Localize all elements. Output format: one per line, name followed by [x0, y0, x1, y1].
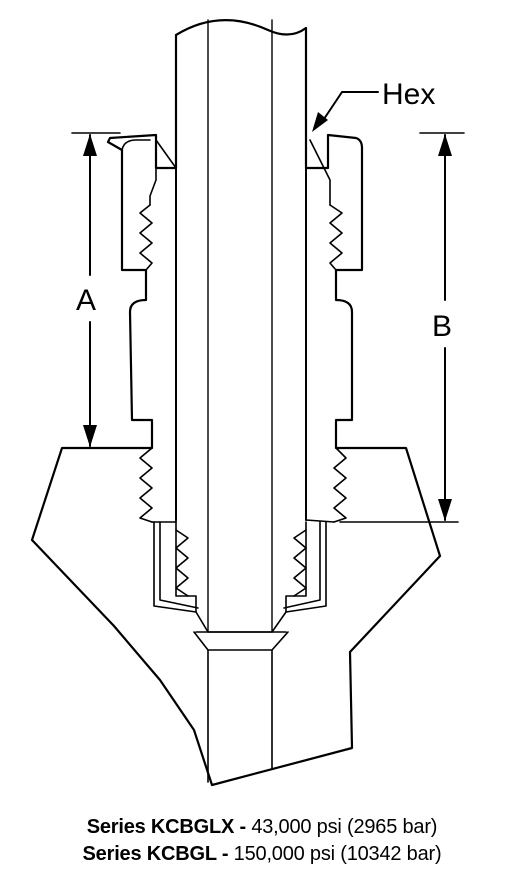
upper-thread-right: [329, 204, 343, 271]
upper-thread-left: [139, 204, 153, 271]
fitting-body-outline: [30, 19, 442, 787]
lower-thread-right: [333, 447, 347, 523]
dim-b-arrow-top: [438, 134, 452, 156]
collar-right: [285, 521, 327, 613]
dimension-b-label: B: [432, 310, 452, 343]
dim-b-arrow-bottom: [438, 499, 452, 521]
hex-leader-line: [321, 91, 379, 123]
hex-leader-arrow: [312, 112, 328, 132]
caption-kcbgl: Series KCBGL - 150,000 psi (10342 bar): [0, 841, 524, 868]
collar-thread-right: [293, 529, 307, 597]
gland-chamfer-left: [149, 139, 177, 206]
section-line-upper: [121, 139, 151, 151]
outlet-bore: [193, 631, 289, 783]
collar-inner-right: [283, 521, 321, 609]
gland-bottom-left: [151, 519, 177, 523]
collar-left: [153, 521, 197, 613]
dimension-a-label: A: [76, 284, 96, 317]
caption-kcbglx: Series KCBGLX - 43,000 psi (2965 bar): [0, 814, 524, 841]
gland-bottom-right: [305, 519, 335, 523]
collar-inner-left: [159, 521, 199, 609]
dim-a-arrow-bottom: [83, 425, 97, 447]
caption-kcbglx-series: Series KCBGLX -: [86, 816, 246, 838]
hex-label: Hex: [382, 78, 435, 111]
caption-kcbgl-series: Series KCBGL -: [82, 843, 229, 865]
lower-thread-left: [139, 447, 153, 523]
caption-kcbglx-rating: 43,000 psi (2965 bar): [245, 816, 438, 838]
fitting-cross-section-diagram: Hex A B: [30, 19, 465, 787]
series-captions: Series KCBGLX - 43,000 psi (2965 bar) Se…: [0, 814, 524, 868]
caption-kcbgl-rating: 150,000 psi (10342 bar): [228, 843, 442, 865]
gland-chamfer-right: [309, 139, 331, 206]
dim-a-arrow-top: [83, 134, 97, 156]
collar-thread-left: [175, 529, 189, 597]
